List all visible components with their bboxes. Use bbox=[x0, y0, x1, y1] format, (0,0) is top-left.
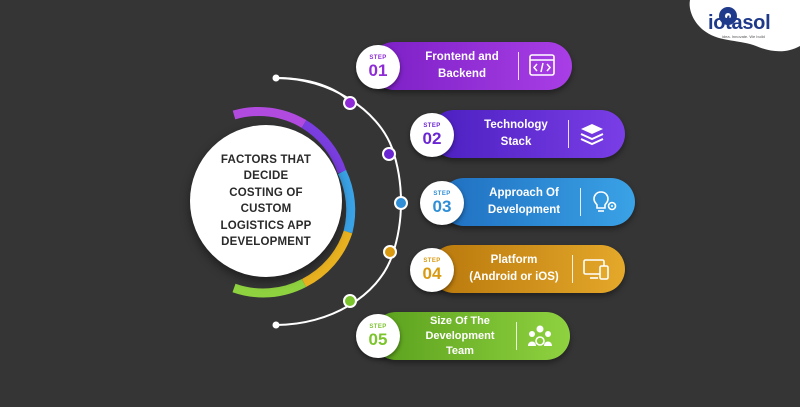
step-04-node bbox=[383, 245, 397, 259]
center-line: FACTORS THAT bbox=[220, 153, 312, 166]
step-01-node bbox=[343, 96, 357, 110]
code-window-icon bbox=[529, 54, 555, 76]
step-05-divider bbox=[516, 322, 517, 350]
center-line: CUSTOM bbox=[240, 203, 292, 215]
step-04-badge: STEP 04 bbox=[410, 248, 454, 292]
center-line: COSTING OF bbox=[229, 186, 303, 199]
center-line: DECIDE bbox=[243, 170, 289, 182]
center-circle: FACTORS THAT DECIDE COSTING OF CUSTOM LO… bbox=[190, 125, 342, 277]
step-04-divider bbox=[572, 255, 573, 283]
step-03-badge: STEP 03 bbox=[420, 181, 464, 225]
step-02-node bbox=[382, 147, 396, 161]
step-02-pill bbox=[430, 110, 625, 158]
step-02-badge: STEP 02 bbox=[410, 113, 454, 157]
step-05-node bbox=[343, 294, 357, 308]
step-01-badge: STEP 01 bbox=[356, 45, 400, 89]
logo-tagline: idea. Innovate. We build bbox=[722, 34, 765, 39]
step-04-pill bbox=[430, 245, 625, 293]
step-01-divider bbox=[518, 52, 519, 80]
center-line: DEVELOPMENT bbox=[221, 236, 311, 248]
step-05-pill bbox=[372, 312, 570, 360]
step-03-node bbox=[394, 196, 408, 210]
devices-icon bbox=[583, 259, 609, 280]
logo-icon bbox=[719, 7, 737, 25]
logo-wordmark: iotasol bbox=[708, 12, 771, 34]
step-01-pill bbox=[370, 42, 572, 90]
center-title: FACTORS THAT DECIDE COSTING OF CUSTOM LO… bbox=[207, 152, 325, 251]
layers-icon bbox=[580, 124, 604, 146]
lightbulb-gear-icon bbox=[593, 191, 617, 212]
step-04-label: Platform(Android or iOS) bbox=[469, 254, 559, 283]
step-02-divider bbox=[568, 120, 569, 148]
step-05-badge: STEP 05 bbox=[356, 314, 400, 358]
center-line: LOGISTICS APP bbox=[220, 219, 312, 232]
step-03-pill bbox=[440, 178, 635, 226]
team-icon bbox=[528, 325, 552, 346]
step-03-divider bbox=[580, 188, 581, 216]
